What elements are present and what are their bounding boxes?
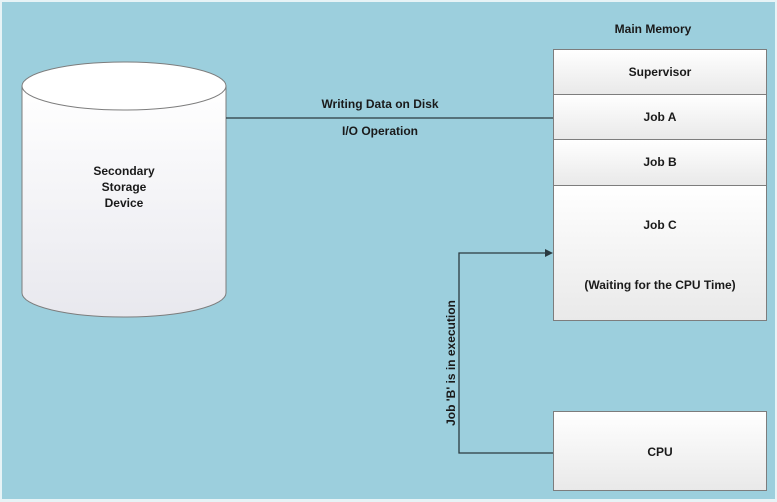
memory-block-job-a: Job A [553,94,767,140]
memory-block-label: Job C [643,218,677,232]
memory-block-job-b: Job B [553,139,767,186]
memory-block-label: Job A [643,110,677,124]
io-operation-label: I/O Operation [341,124,418,138]
memory-block-label: Supervisor [628,65,692,79]
memory-block-label: Job B [643,155,677,169]
memory-block-job-c: Job C (Waiting for the CPU Time) [553,185,767,321]
main-memory-title: Main Memory [614,22,692,36]
frame-top-edge [0,0,777,2]
storage-label-line-2: Storage [101,180,147,194]
cpu-block: CPU [553,411,767,491]
storage-label-line-1: Secondary [93,164,155,178]
execution-label: Job 'B' is in execution [444,300,458,426]
storage-label: Secondary Storage Device [22,163,226,211]
memory-block-supervisor: Supervisor [553,49,767,95]
writing-data-label: Writing Data on Disk [321,97,439,111]
storage-cylinder [21,61,227,318]
frame-bottom-edge [0,499,777,502]
cpu-to-job-c-arrow [458,249,553,454]
memory-block-sublabel: (Waiting for the CPU Time) [584,278,736,292]
frame-left-edge [0,0,2,502]
storage-label-line-3: Device [104,196,144,210]
frame-right-edge [775,0,777,502]
cpu-label: CPU [647,445,673,459]
